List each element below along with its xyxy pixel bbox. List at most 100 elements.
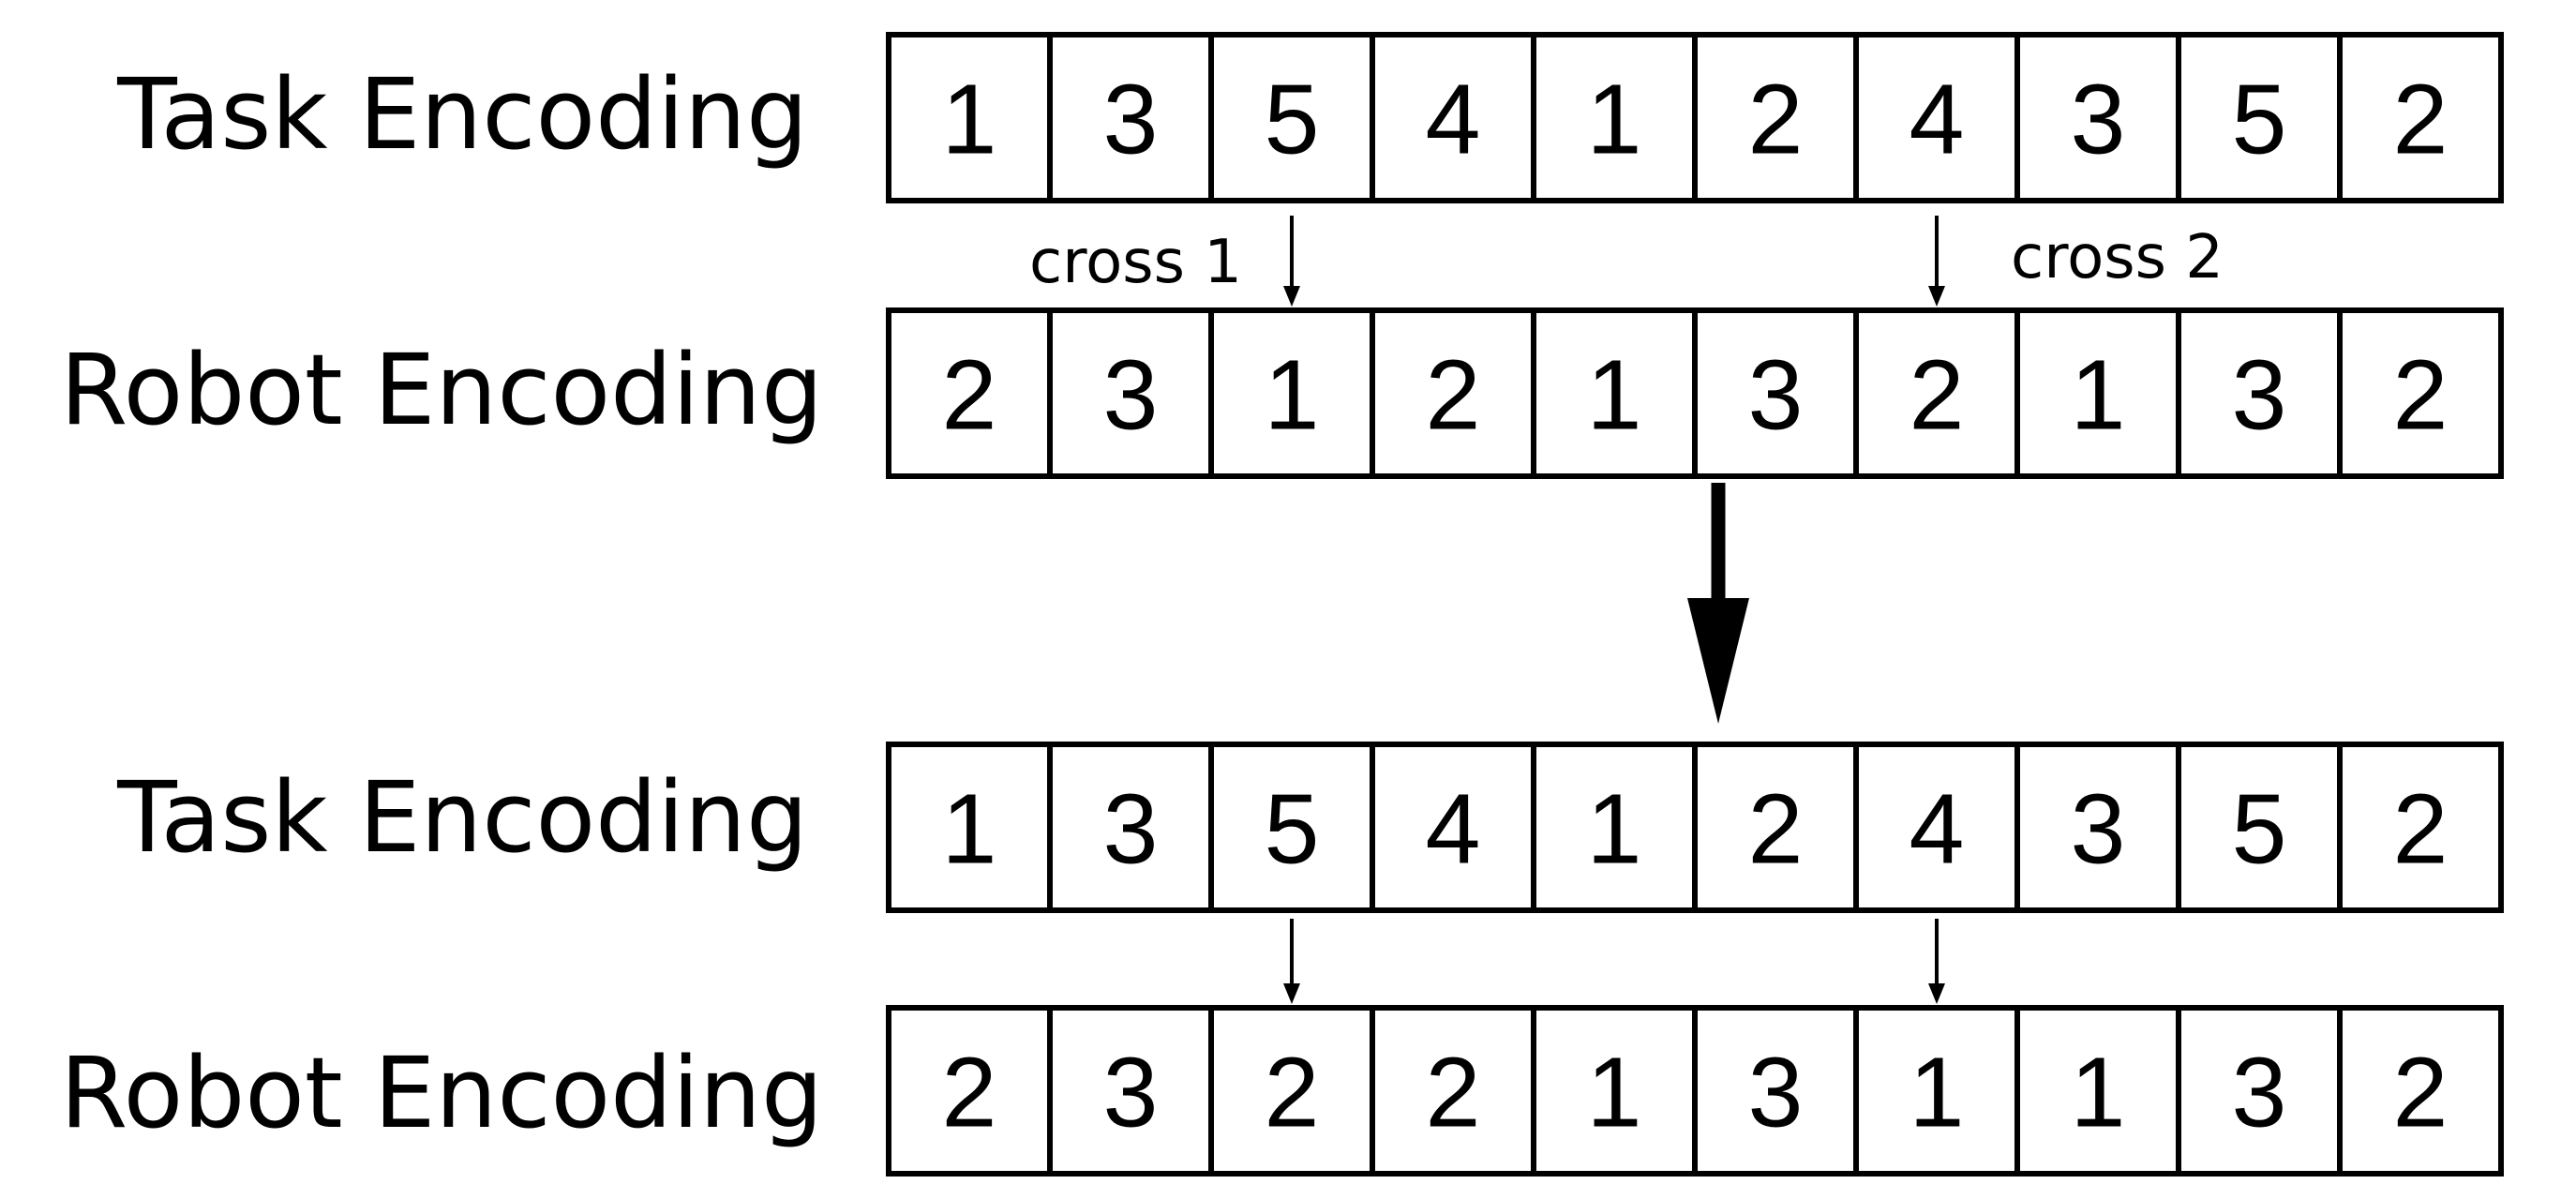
after-task-cell-10: 2 [2337, 742, 2504, 913]
before-robot-cell-box [1047, 307, 1214, 479]
after-robot-cell-value: 3 [1748, 1038, 1804, 1148]
before-task-cell-8: 3 [2014, 32, 2181, 203]
after-task-cell-8: 3 [2014, 742, 2181, 913]
after-task-cell-1: 1 [886, 742, 1053, 913]
after-task-cell-box [1531, 742, 1698, 913]
after-robot-cell-box [1531, 1005, 1698, 1177]
before-robot-cell-1: 2 [886, 307, 1053, 479]
after-task-cell-7: 4 [1853, 742, 2020, 913]
after-robot-cell-value: 1 [1910, 1038, 1965, 1148]
before-robot-cell-box [2176, 307, 2343, 479]
before-robot-cell-box [1370, 307, 1536, 479]
after-robot-cell-10: 2 [2337, 1005, 2504, 1177]
after-task-cell-value: 2 [2393, 774, 2449, 885]
before-robot-cell-value: 2 [2393, 340, 2449, 451]
before-robot-cell-value: 2 [1426, 340, 1481, 451]
before-robot-cell-2: 3 [1047, 307, 1214, 479]
after-robot-cell-value: 3 [1103, 1038, 1159, 1148]
after-robot-cell-box [1853, 1005, 2020, 1177]
cross-2-arrow-before [1928, 216, 1945, 307]
before-task-cell-3: 5 [1208, 32, 1375, 203]
after-robot-cell-value: 2 [2393, 1038, 2449, 1148]
after-task-cell-value: 4 [1426, 774, 1481, 885]
before-task-cell-2: 3 [1047, 32, 1214, 203]
before-task-cell-value: 5 [1265, 65, 1320, 175]
after-robot-cell-1: 2 [886, 1005, 1053, 1177]
after-task-cell-6: 2 [1692, 742, 1859, 913]
after-task-cell-box [1047, 742, 1214, 913]
after-task-cell-value: 5 [2232, 774, 2287, 885]
before-task-cell-value: 5 [2232, 65, 2287, 175]
after-robot-cell-value: 3 [2232, 1038, 2287, 1148]
cross-1-arrow-after [1283, 919, 1300, 1004]
after-task-cell-box [2014, 742, 2181, 913]
cross-2-arrow-after [1928, 919, 1945, 1004]
after-robot-cell-value: 1 [1587, 1038, 1642, 1148]
after-task-cell-value: 5 [1265, 774, 1320, 885]
before-robot-label: Robot Encoding [60, 333, 823, 447]
before-task-cell-box [2337, 32, 2504, 203]
after-task-cell-box [886, 742, 1053, 913]
before-robot-cell-value: 2 [942, 340, 997, 451]
before-task-cell-9: 5 [2176, 32, 2343, 203]
after-robot-cell-2: 3 [1047, 1005, 1214, 1177]
before-task-label: Task Encoding [116, 57, 808, 172]
after-task-cell-3: 5 [1208, 742, 1375, 913]
after-robot-cell-box [1370, 1005, 1536, 1177]
after-task-cell-value: 1 [942, 774, 997, 885]
after-robot-cell-9: 3 [2176, 1005, 2343, 1177]
after-robot-cell-6: 3 [1692, 1005, 1859, 1177]
before-robot-cell-7: 2 [1853, 307, 2020, 479]
after-task-cell-5: 1 [1531, 742, 1698, 913]
cross-1-label: cross 1 [1029, 228, 1242, 297]
after-task-label: Task Encoding [116, 760, 808, 875]
before-task-cell-box [2014, 32, 2181, 203]
before-robot-cell-box [1692, 307, 1859, 479]
before-task-cell-box [886, 32, 1053, 203]
before-robot-cell-5: 1 [1531, 307, 1698, 479]
before-robot-cell-10: 2 [2337, 307, 2504, 479]
after-task-cell-2: 3 [1047, 742, 1214, 913]
transform-arrow [1687, 483, 1749, 724]
before-task-cell-1: 1 [886, 32, 1053, 203]
before-robot-cell-3: 1 [1208, 307, 1375, 479]
cross-1-arrow-before [1283, 216, 1300, 307]
after-robot-cell-box [1692, 1005, 1859, 1177]
before-robot-cell-value: 1 [1587, 340, 1642, 451]
before-task-cell-box [1208, 32, 1375, 203]
before-task-cell-value: 4 [1426, 65, 1481, 175]
after-task-cell-9: 5 [2176, 742, 2343, 913]
after-robot-cell-3: 2 [1208, 1005, 1375, 1177]
before-robot-cell-9: 3 [2176, 307, 2343, 479]
after-task-cell-box [1853, 742, 2020, 913]
before-task-cell-6: 2 [1692, 32, 1859, 203]
before-task-cell-box [1853, 32, 2020, 203]
before-task-cell-4: 4 [1370, 32, 1536, 203]
before-task-cell-7: 4 [1853, 32, 2020, 203]
after-task-cell-value: 2 [1748, 774, 1804, 885]
before-robot-cell-value: 3 [2232, 340, 2287, 451]
after-robot-cell-box [886, 1005, 1053, 1177]
before-task-cell-value: 1 [1587, 65, 1642, 175]
after-task-cell-box [1208, 742, 1375, 913]
after-robot-cell-box [2014, 1005, 2181, 1177]
before-robot-cell-value: 3 [1748, 340, 1804, 451]
before-task-cell-5: 1 [1531, 32, 1698, 203]
before-task-cell-box [2176, 32, 2343, 203]
after-robot-cell-5: 1 [1531, 1005, 1698, 1177]
before-robot-cell-box [1853, 307, 2020, 479]
after-robot-cell-value: 1 [2071, 1038, 2126, 1148]
after-task-cell-value: 1 [1587, 774, 1642, 885]
after-task-cell-value: 4 [1910, 774, 1965, 885]
before-task-cell-box [1692, 32, 1859, 203]
after-robot-cell-7: 1 [1853, 1005, 2020, 1177]
after-robot-cell-box [2337, 1005, 2504, 1177]
before-task-cell-box [1047, 32, 1214, 203]
after-robot-label: Robot Encoding [60, 1036, 823, 1150]
after-task-cell-value: 3 [1103, 774, 1159, 885]
